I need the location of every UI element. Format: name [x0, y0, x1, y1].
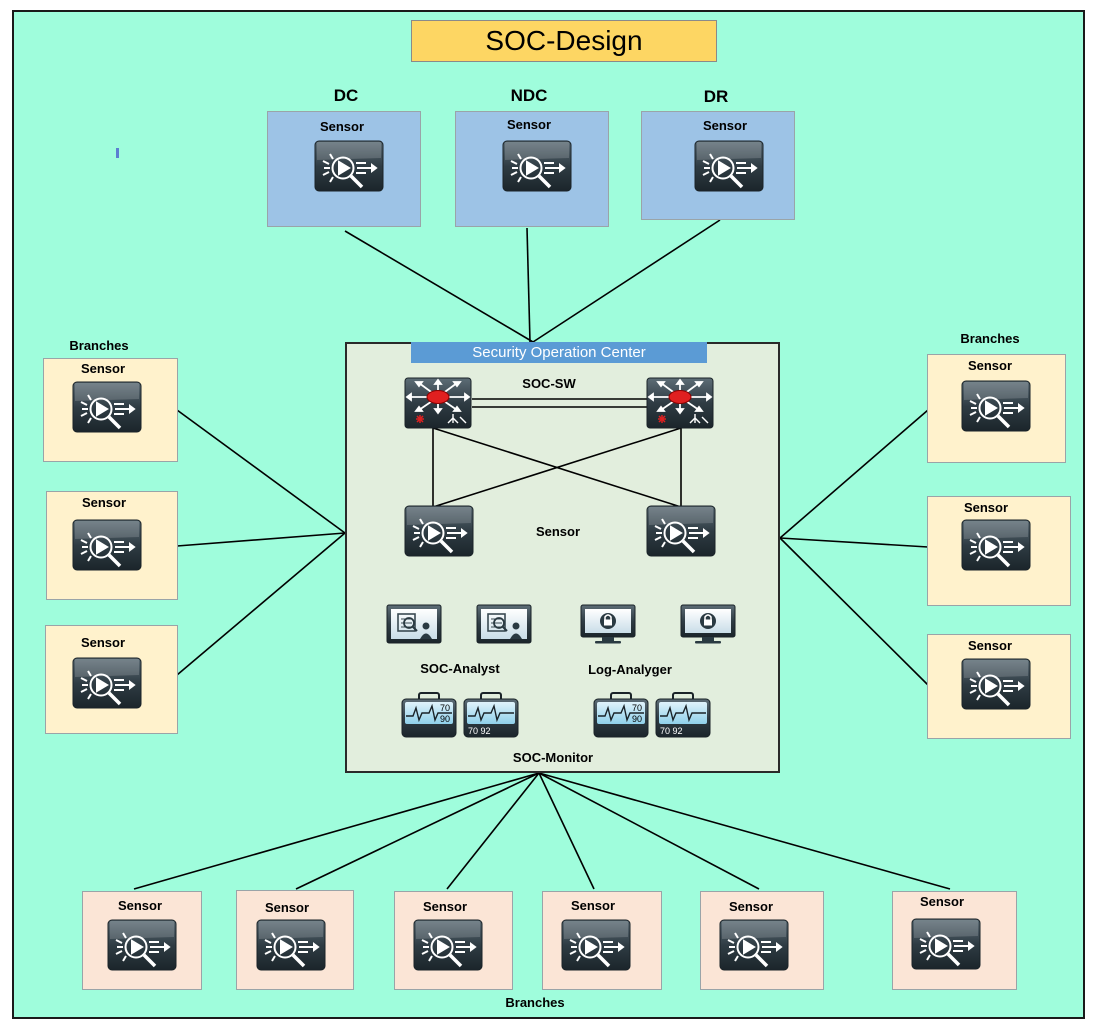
site-label-ndc: NDC — [510, 86, 548, 105]
site-label-dc: DC — [333, 86, 359, 105]
left-branch-3-sensor-label: Sensor — [80, 635, 126, 650]
monitor-reading-top: 70 — [440, 703, 451, 713]
bottom-branch-2-sensor-label: Sensor — [264, 900, 310, 915]
link-dc-soc — [344, 230, 534, 343]
link-right-branch-3 — [779, 537, 929, 686]
link-bottom-branch-5 — [538, 772, 760, 890]
link-right-branch-1 — [779, 409, 929, 539]
link-right-branch-2 — [779, 537, 929, 548]
link-bottom-branch-4 — [538, 772, 595, 890]
link-bottom-branch-6 — [538, 772, 951, 890]
site-label-dr: DR — [703, 87, 729, 106]
right-branch-2-sensor-label: Sensor — [963, 500, 1009, 515]
link-bottom-branch-1 — [133, 772, 540, 890]
analyst-workstation-icon — [476, 604, 532, 644]
ids-sensor-icon — [646, 505, 716, 557]
link-left-branch-1 — [176, 409, 346, 534]
link-ndc-soc — [526, 227, 531, 343]
diagram-title: SOC-Design — [411, 20, 717, 62]
left-branches-label: Branches — [69, 338, 129, 353]
monitor-reading-bottom: 90 — [440, 714, 451, 724]
left-branch-2-sensor-label: Sensor — [81, 495, 127, 510]
log-analyzer-monitor-icon — [580, 604, 636, 644]
heart-monitor-icon: 70 90 — [593, 692, 649, 744]
bottom-branch-5-sensor-label: Sensor — [728, 899, 774, 914]
heart-monitor-icon: 70 92 — [655, 692, 711, 744]
analyst-workstation-icon — [386, 604, 442, 644]
site-dc-sensor-label: Sensor — [319, 119, 365, 134]
soc-title-banner: Security Operation Center — [411, 342, 707, 363]
right-branches-label: Branches — [960, 331, 1020, 346]
bottom-branch-4-sensor-label: Sensor — [570, 898, 616, 913]
log-analyzer-label: Log-Analyger — [588, 662, 672, 677]
link-left-branch-3 — [176, 532, 346, 676]
monitor-reading-row: 70 92 — [468, 726, 491, 736]
monitor-reading-bottom: 90 — [632, 714, 643, 724]
log-analyzer-monitor-icon — [680, 604, 736, 644]
right-branch-1-sensor-label: Sensor — [967, 358, 1013, 373]
ids-sensor-icon — [404, 505, 474, 557]
soc-analyst-label: SOC-Analyst — [420, 661, 500, 676]
multilayer-switch-icon — [646, 377, 714, 429]
heart-monitor-icon: 70 92 — [463, 692, 519, 744]
monitor-reading-top: 70 — [632, 703, 643, 713]
link-left-branch-2 — [176, 532, 346, 547]
link-dr-soc — [532, 219, 721, 343]
right-branch-3-sensor-label: Sensor — [967, 638, 1013, 653]
bottom-branch-3-sensor-label: Sensor — [422, 899, 468, 914]
link-bottom-branch-2 — [295, 772, 540, 890]
soc-switch-label: SOC-SW — [522, 376, 576, 391]
bottom-branch-6-sensor-label: Sensor — [919, 894, 965, 909]
left-branch-1-sensor-label: Sensor — [80, 361, 126, 376]
site-dr-sensor-label: Sensor — [702, 118, 748, 133]
monitor-reading-row: 70 92 — [660, 726, 683, 736]
link-bottom-branch-3 — [446, 772, 540, 890]
multilayer-switch-icon — [404, 377, 472, 429]
heart-monitor-icon: 70 90 — [401, 692, 457, 744]
soc-sensor-label: Sensor — [535, 524, 581, 539]
bottom-branches-label: Branches — [505, 995, 565, 1010]
bottom-branch-1-sensor-label: Sensor — [117, 898, 163, 913]
soc-monitor-label: SOC-Monitor — [512, 750, 594, 765]
site-ndc-sensor-label: Sensor — [506, 117, 552, 132]
stray-mark — [116, 148, 119, 158]
